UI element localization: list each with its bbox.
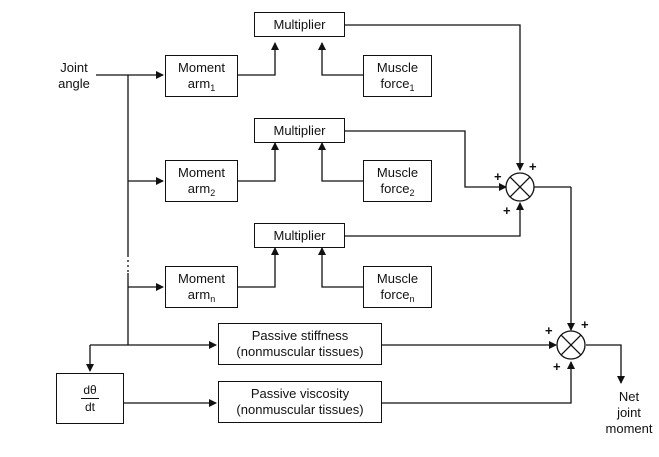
multiplier-2: Multiplier [254,118,345,143]
plus-sign: + [553,359,561,374]
plus-sign: + [494,169,502,184]
derivative-block: dθ dt [56,373,124,424]
multiplier-n: Multiplier [254,223,345,248]
plus-sign: + [503,203,511,218]
plus-sign: + [581,317,589,332]
passive-stiffness: Passive stiffness(nonmuscular tissues) [218,323,382,365]
summing-junction-net [556,330,586,360]
multiplier-1: Multiplier [254,12,345,37]
plus-sign: + [529,159,537,174]
summing-junction-muscles [505,172,535,202]
passive-viscosity: Passive viscosity(nonmuscular tissues) [218,381,382,423]
plus-sign: + [545,323,553,338]
